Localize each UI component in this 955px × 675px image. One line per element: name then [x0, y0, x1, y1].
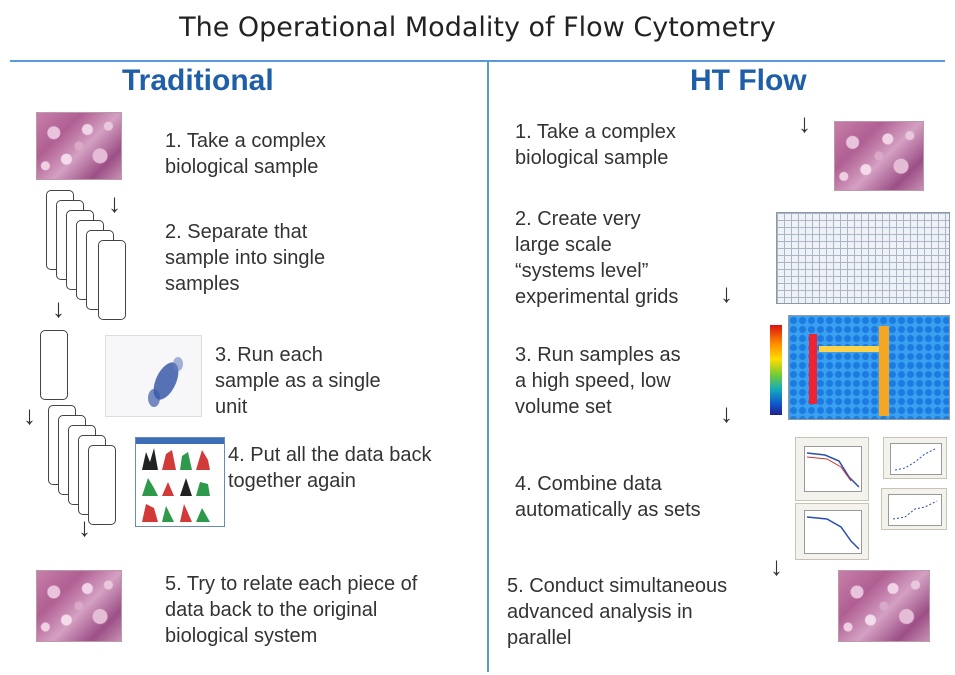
- sample-card: [88, 445, 116, 525]
- traditional-step-1: 1. Take a complex biological sample: [165, 130, 326, 178]
- histogram-panel-icon: [136, 438, 224, 522]
- dose-response-icon: [806, 452, 860, 488]
- analysis-plot: [795, 503, 869, 560]
- down-arrow-icon: ↓: [78, 512, 91, 542]
- dot-plot-icon: [148, 357, 183, 407]
- top-divider: [10, 60, 945, 62]
- dose-response-icon: [806, 516, 860, 550]
- traditional-step-5: 5. Try to relate each piece of data back…: [165, 573, 418, 647]
- heatmap-grid: [788, 315, 950, 420]
- traditional-step-2: 2. Separate that sample into single samp…: [165, 221, 326, 295]
- cell-image-traditional-result: [36, 570, 122, 642]
- center-divider: [487, 60, 489, 672]
- heatmap-hit-column: [809, 334, 817, 404]
- traditional-step-4: 4. Put all the data back together again: [228, 444, 432, 492]
- down-arrow-icon: ↓: [23, 400, 36, 430]
- plot-area: [804, 446, 862, 492]
- cell-image-original: [36, 112, 122, 180]
- traditional-step-3: 3. Run each sample as a single unit: [215, 344, 381, 418]
- ht-step-2: 2. Create very large scale “systems leve…: [515, 208, 679, 308]
- analysis-plot: [881, 488, 947, 530]
- plot-area: [890, 443, 942, 475]
- heatmap-color-scale: [770, 325, 782, 415]
- heatmap-plate: [770, 310, 950, 420]
- scatter-plot-icon: [894, 447, 938, 471]
- heatmap-hit-column: [879, 326, 889, 416]
- analysis-plot: [795, 437, 869, 501]
- ht-step-5: 5. Conduct simultaneous advanced analysi…: [507, 575, 728, 649]
- sample-card: [98, 240, 126, 320]
- down-arrow-icon: ↓: [52, 293, 65, 323]
- cell-image-ht-result: [838, 570, 930, 642]
- scatter-plot-icon: [892, 500, 938, 520]
- down-arrow-icon: ↓: [720, 398, 733, 428]
- down-arrow-icon: ↓: [108, 188, 121, 218]
- combined-data-image: [135, 437, 225, 527]
- heatmap-hit-row: [819, 346, 879, 352]
- cell-image-ht-original: [834, 121, 924, 191]
- plot-area: [888, 494, 942, 526]
- dot-plot-image: [105, 335, 202, 417]
- experimental-grid-plate: [776, 212, 950, 304]
- ht-step-1: 1. Take a complex biological sample: [515, 121, 676, 169]
- plot-area: [804, 510, 862, 554]
- ht-step-3: 3. Run samples as a high speed, low volu…: [515, 344, 681, 418]
- page-title: The Operational Modality of Flow Cytomet…: [179, 12, 776, 43]
- single-sample-card: [40, 330, 68, 400]
- down-arrow-icon: ↓: [798, 108, 811, 138]
- down-arrow-icon: ↓: [720, 278, 733, 308]
- traditional-heading: Traditional: [122, 64, 274, 97]
- ht-step-4: 4. Combine data automatically as sets: [515, 473, 701, 521]
- analysis-plot: [883, 437, 947, 479]
- down-arrow-icon: ↓: [770, 551, 783, 581]
- ht-flow-heading: HT Flow: [690, 64, 807, 97]
